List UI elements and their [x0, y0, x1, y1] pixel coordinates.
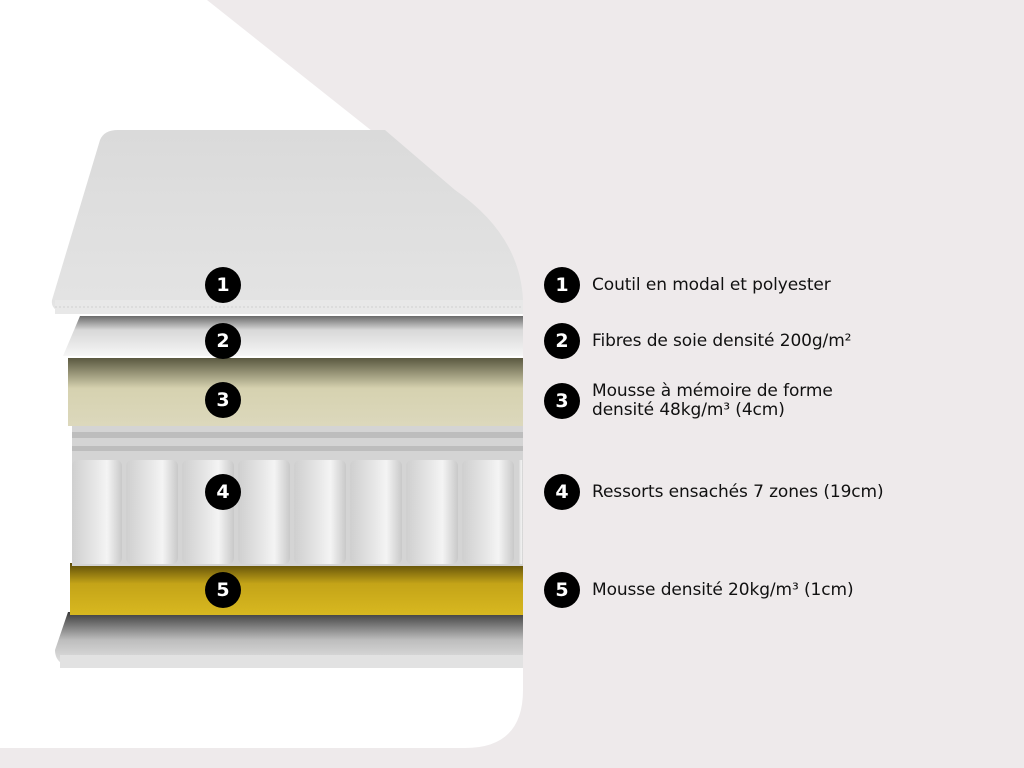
- legend-text-4: Ressorts ensachés 7 zones (19cm): [592, 481, 884, 502]
- legend-text-2: Fibres de soie densité 200g/m²: [592, 330, 852, 351]
- legend-badge-1: 1: [544, 267, 580, 303]
- mattress-layers-illustration: [0, 0, 524, 700]
- legend-text-3: Mousse à mémoire de forme densité 48kg/m…: [592, 381, 833, 420]
- legend-badge-2: 2: [544, 323, 580, 359]
- legend-item-1: 1 Coutil en modal et polyester: [544, 267, 831, 303]
- diagram-badge-3: 3: [205, 382, 241, 418]
- diagram-badge-1: 1: [205, 267, 241, 303]
- legend-text-5: Mousse densité 20kg/m³ (1cm): [592, 579, 854, 600]
- legend-badge-3: 3: [544, 383, 580, 419]
- diagram-badge-4: 4: [205, 474, 241, 510]
- legend-item-2: 2 Fibres de soie densité 200g/m²: [544, 323, 851, 359]
- legend-text-1: Coutil en modal et polyester: [592, 274, 831, 295]
- diagram-badge-5: 5: [205, 572, 241, 608]
- legend-item-4: 4 Ressorts ensachés 7 zones (19cm): [544, 474, 884, 510]
- legend-item-3: 3 Mousse à mémoire de forme densité 48kg…: [544, 382, 833, 420]
- legend-item-5: 5 Mousse densité 20kg/m³ (1cm): [544, 572, 854, 608]
- diagram-badge-2: 2: [205, 323, 241, 359]
- legend-badge-4: 4: [544, 474, 580, 510]
- legend-badge-5: 5: [544, 572, 580, 608]
